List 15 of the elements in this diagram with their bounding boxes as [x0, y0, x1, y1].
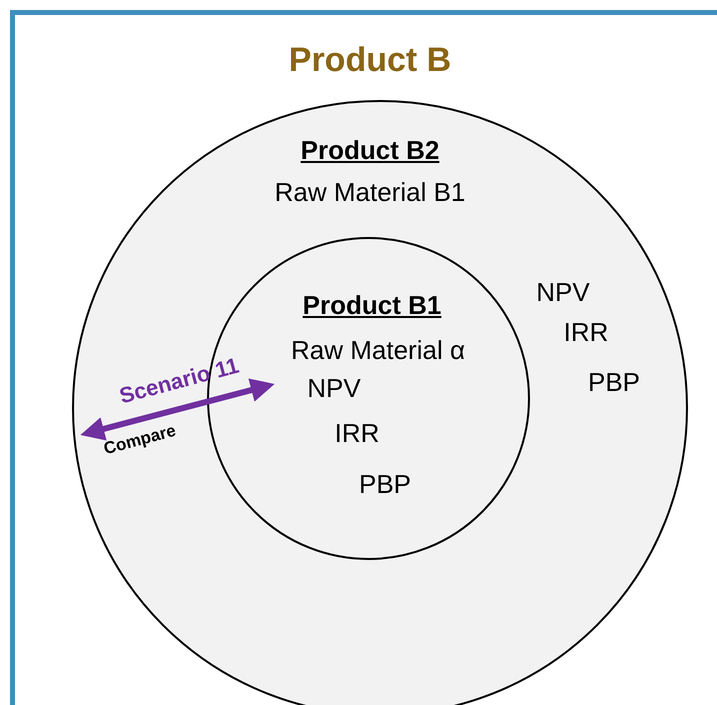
text: IRR: [334, 418, 380, 448]
text: PBP: [588, 367, 640, 397]
frame-panel: [10, 10, 717, 705]
text: NPV: [536, 277, 590, 307]
heading: Product B2: [300, 135, 440, 165]
text: Compare: [102, 420, 178, 460]
text: Raw Material α: [291, 335, 465, 365]
edge-label: Scenario 11: [116, 352, 242, 410]
text: NPV: [307, 373, 361, 403]
heading: Product B1: [302, 290, 442, 320]
text: IRR: [564, 317, 608, 347]
heading: Product B: [288, 40, 452, 80]
text: PBP: [358, 469, 412, 499]
double-arrow: [80, 378, 275, 441]
text: Raw Material B1: [274, 177, 466, 207]
